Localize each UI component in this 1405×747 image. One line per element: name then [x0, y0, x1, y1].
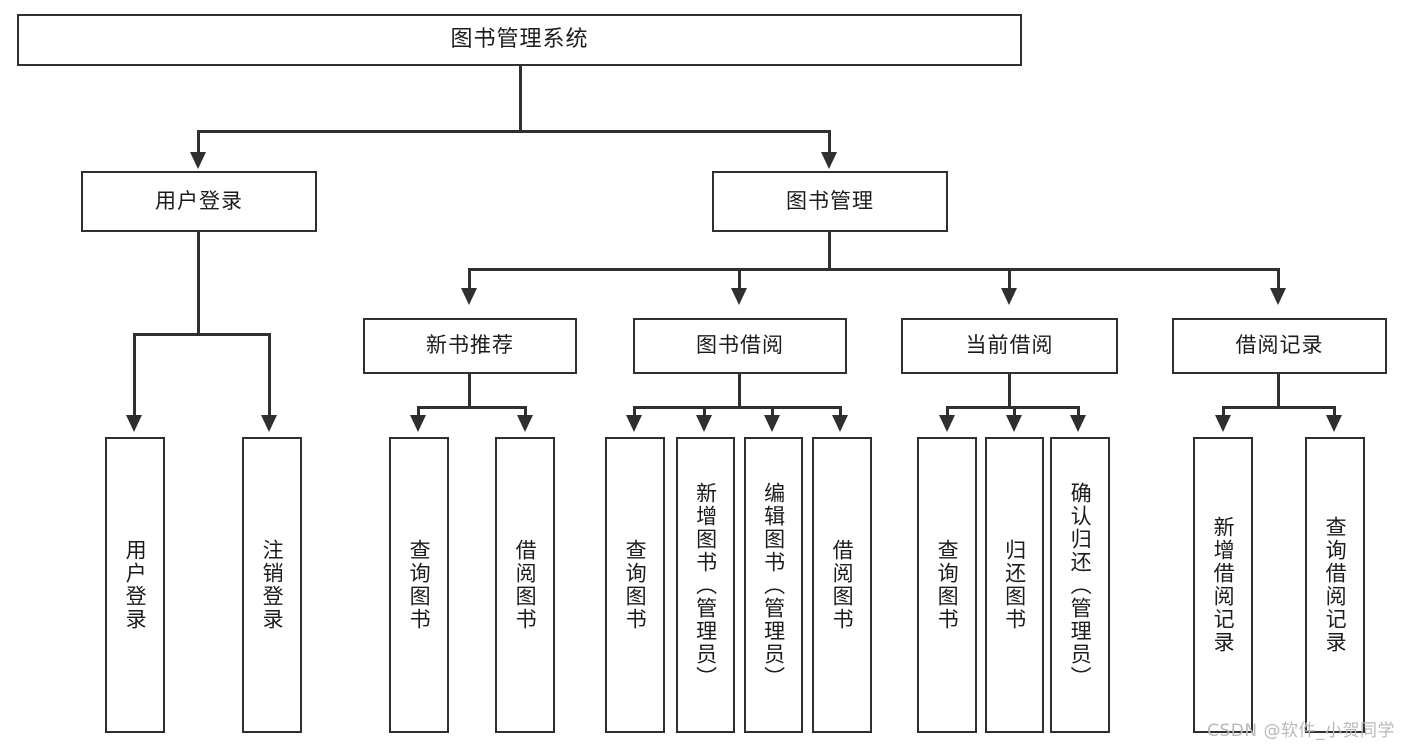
leaf-query-book-current[interactable]: 查询图书	[917, 437, 977, 733]
node-label: 注销登录	[260, 539, 285, 631]
edge-book-borrow-stem	[738, 374, 741, 408]
edge-cb-to-leaf-2	[1013, 406, 1016, 418]
node-label: 查询图书	[935, 539, 960, 631]
edge-cb-to-leaf-1	[946, 406, 949, 418]
node-label: 新书推荐	[426, 333, 514, 358]
edge-bb-to-leaf-3	[771, 406, 774, 418]
leaf-return-book[interactable]: 归还图书	[985, 437, 1044, 733]
arrow-to-leaf-query-book-2	[626, 415, 642, 432]
edge-bb-to-leaf-4	[839, 406, 842, 418]
node-label: 借阅记录	[1235, 333, 1324, 358]
node-label: 确认归还（管理员）	[1068, 481, 1093, 689]
edge-user-login-to-leaf-1	[133, 333, 136, 418]
edge-cb-to-leaf-3	[1077, 406, 1080, 418]
edge-user-login-to-leaf-2	[268, 333, 271, 418]
node-label: 新增图书（管理员）	[693, 481, 718, 689]
node-book-management[interactable]: 图书管理	[712, 171, 948, 232]
edge-new-book-to-leaf-2	[524, 406, 527, 418]
arrow-to-current-borrow	[1001, 288, 1017, 305]
arrow-to-leaf-logout	[261, 415, 277, 432]
leaf-logout[interactable]: 注销登录	[242, 437, 302, 733]
arrow-to-leaf-confirm-return	[1070, 415, 1086, 432]
arrow-to-leaf-borrow-book-2	[832, 415, 848, 432]
leaf-user-login[interactable]: 用户登录	[105, 437, 165, 733]
edge-book-borrow-bus	[633, 406, 842, 409]
edge-bb-to-leaf-1	[633, 406, 636, 418]
arrow-to-user-login	[190, 152, 206, 169]
arrow-to-leaf-return-book	[1006, 415, 1022, 432]
node-current-borrow[interactable]: 当前借阅	[901, 318, 1118, 374]
watermark: CSDN @软件_小贺同学	[1207, 721, 1395, 741]
leaf-edit-book-admin[interactable]: 编辑图书（管理员）	[744, 437, 803, 733]
edge-borrow-record-bus	[1222, 406, 1336, 409]
node-label: 用户登录	[155, 188, 243, 213]
edge-bm-to-current-borrow	[1008, 268, 1011, 291]
leaf-query-borrow-record[interactable]: 查询借阅记录	[1305, 437, 1365, 733]
arrow-to-leaf-edit-book	[764, 415, 780, 432]
node-label: 图书借阅	[696, 333, 784, 358]
node-label: 查询借阅记录	[1323, 516, 1348, 654]
edge-bm-to-book-borrow	[738, 268, 741, 291]
arrow-to-leaf-add-book	[696, 415, 712, 432]
node-book-borrow[interactable]: 图书借阅	[633, 318, 847, 374]
edge-new-book-stem	[468, 374, 471, 408]
edge-br-to-leaf-2	[1333, 406, 1336, 418]
node-label: 用户登录	[123, 539, 148, 631]
leaf-add-book-admin[interactable]: 新增图书（管理员）	[676, 437, 735, 733]
edge-new-book-to-leaf-1	[417, 406, 420, 418]
node-label: 图书管理	[786, 188, 874, 213]
node-borrow-record[interactable]: 借阅记录	[1172, 318, 1387, 374]
node-label: 图书管理系统	[450, 26, 589, 52]
edge-root-to-user-login	[197, 130, 200, 155]
node-label: 当前借阅	[965, 333, 1054, 358]
edge-user-login-bus	[133, 333, 270, 336]
edge-bm-to-new-book	[468, 268, 471, 291]
leaf-add-borrow-record[interactable]: 新增借阅记录	[1193, 437, 1253, 733]
edge-bm-to-borrow-record	[1277, 268, 1280, 291]
node-new-book-recommend[interactable]: 新书推荐	[363, 318, 577, 374]
node-root-book-management-system[interactable]: 图书管理系统	[17, 14, 1022, 66]
leaf-query-book-borrow[interactable]: 查询图书	[605, 437, 665, 733]
node-label: 归还图书	[1002, 539, 1027, 631]
edge-root-to-book-management	[828, 130, 831, 155]
leaf-borrow-book[interactable]: 借阅图书	[812, 437, 872, 733]
arrow-to-book-management	[821, 152, 837, 169]
node-label: 借阅图书	[513, 539, 538, 631]
leaf-borrow-book-recommend[interactable]: 借阅图书	[495, 437, 555, 733]
leaf-query-book-recommend[interactable]: 查询图书	[389, 437, 449, 733]
edge-new-book-bus	[417, 406, 527, 409]
arrow-to-borrow-record	[1270, 288, 1286, 305]
edge-borrow-record-stem	[1277, 374, 1280, 408]
edge-user-login-stem	[197, 232, 200, 335]
arrow-to-leaf-borrow-book-1	[517, 415, 533, 432]
edge-root-stem	[519, 66, 522, 132]
node-label: 编辑图书（管理员）	[761, 481, 786, 689]
edge-br-to-leaf-1	[1222, 406, 1225, 418]
edge-bb-to-leaf-2	[703, 406, 706, 418]
node-label: 新增借阅记录	[1211, 516, 1236, 654]
arrow-to-leaf-query-book-1	[410, 415, 426, 432]
arrow-to-new-book-recommend	[461, 288, 477, 305]
edge-book-management-stem	[828, 232, 831, 270]
node-label: 借阅图书	[830, 539, 855, 631]
edge-root-bus	[197, 130, 831, 133]
arrow-to-leaf-query-record	[1326, 415, 1342, 432]
arrow-to-book-borrow	[731, 288, 747, 305]
node-label: 查询图书	[407, 539, 432, 631]
edge-current-borrow-stem	[1008, 374, 1011, 408]
arrow-to-leaf-add-record	[1215, 415, 1231, 432]
edge-book-management-bus	[468, 268, 1280, 271]
node-user-login[interactable]: 用户登录	[81, 171, 317, 232]
arrow-to-leaf-user-login	[126, 415, 142, 432]
arrow-to-leaf-query-book-3	[939, 415, 955, 432]
node-label: 查询图书	[623, 539, 648, 631]
leaf-confirm-return-admin[interactable]: 确认归还（管理员）	[1050, 437, 1110, 733]
